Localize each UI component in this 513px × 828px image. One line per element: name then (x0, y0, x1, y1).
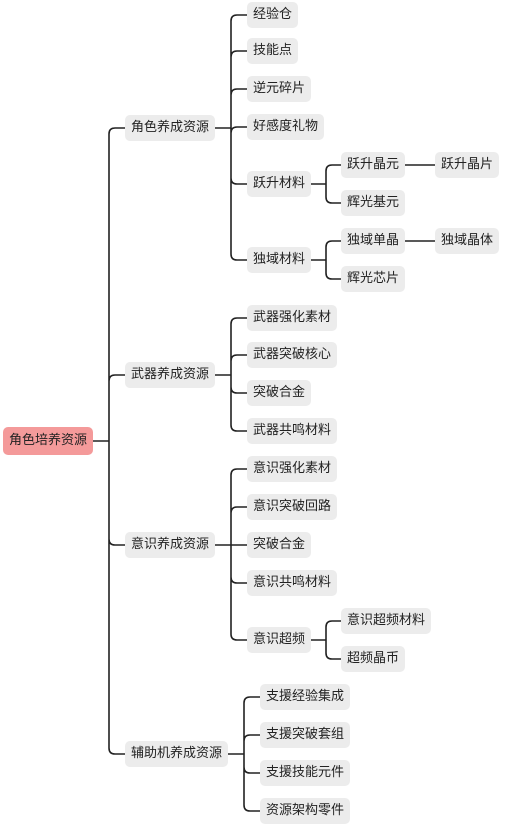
sub-branch-node[interactable]: 跃升材料 (247, 171, 312, 197)
leaf-node[interactable]: 突破合金 (247, 532, 312, 558)
connector-group (228, 696, 260, 812)
connector-group (311, 240, 341, 280)
leaf-node[interactable]: 意识强化素材 (247, 456, 338, 482)
connector-line (215, 317, 247, 432)
connector-group (93, 127, 125, 755)
connector-line (311, 240, 341, 280)
leaf-node[interactable]: 辉光芯片 (341, 266, 406, 292)
leaf-node[interactable]: 意识突破回路 (247, 494, 338, 520)
connector-group (311, 164, 341, 204)
leaf-node[interactable]: 跃升晶元 (341, 152, 406, 178)
leaf-node[interactable]: 技能点 (247, 38, 299, 64)
sub-branch-node[interactable]: 意识超频 (247, 627, 312, 653)
leaf-node[interactable]: 跃升晶片 (435, 152, 500, 178)
leaf-node[interactable]: 辉光基元 (341, 190, 406, 216)
root-node[interactable]: 角色培养资源 (3, 427, 94, 455)
branch-node-character[interactable]: 角色养成资源 (125, 115, 216, 141)
leaf-node[interactable]: 经验仓 (247, 2, 299, 28)
branch-node-consciousness[interactable]: 意识养成资源 (125, 532, 216, 558)
leaf-node[interactable]: 突破合金 (247, 380, 312, 406)
leaf-node[interactable]: 好感度礼物 (247, 114, 325, 140)
leaf-node[interactable]: 支援经验集成 (260, 684, 351, 710)
connector-line (228, 696, 260, 812)
leaf-node[interactable]: 支援技能元件 (260, 760, 351, 786)
leaf-node[interactable]: 武器共鸣材料 (247, 418, 338, 444)
leaf-node[interactable]: 武器突破核心 (247, 342, 338, 368)
leaf-node[interactable]: 支援突破套组 (260, 722, 351, 748)
leaf-node[interactable]: 独域晶体 (435, 228, 500, 254)
leaf-node[interactable]: 武器强化素材 (247, 305, 338, 331)
leaf-node[interactable]: 意识共鸣材料 (247, 570, 338, 596)
connector-group (215, 468, 247, 641)
branch-node-weapon[interactable]: 武器养成资源 (125, 362, 216, 388)
leaf-node[interactable]: 意识超频材料 (341, 608, 432, 634)
connector-group (215, 317, 247, 432)
connector-line (311, 620, 341, 660)
branch-node-support-unit[interactable]: 辅助机养成资源 (125, 741, 229, 767)
connector-line (311, 164, 341, 204)
connector-line (215, 14, 247, 261)
connector-line (93, 127, 125, 755)
connector-group (311, 620, 341, 660)
leaf-node[interactable]: 超频晶币 (341, 646, 406, 672)
connector-group (215, 14, 247, 261)
connector-line (215, 468, 247, 641)
leaf-node[interactable]: 逆元碎片 (247, 76, 312, 102)
leaf-node[interactable]: 资源架构零件 (260, 798, 351, 824)
leaf-node[interactable]: 独域单晶 (341, 228, 406, 254)
sub-branch-node[interactable]: 独域材料 (247, 247, 312, 273)
